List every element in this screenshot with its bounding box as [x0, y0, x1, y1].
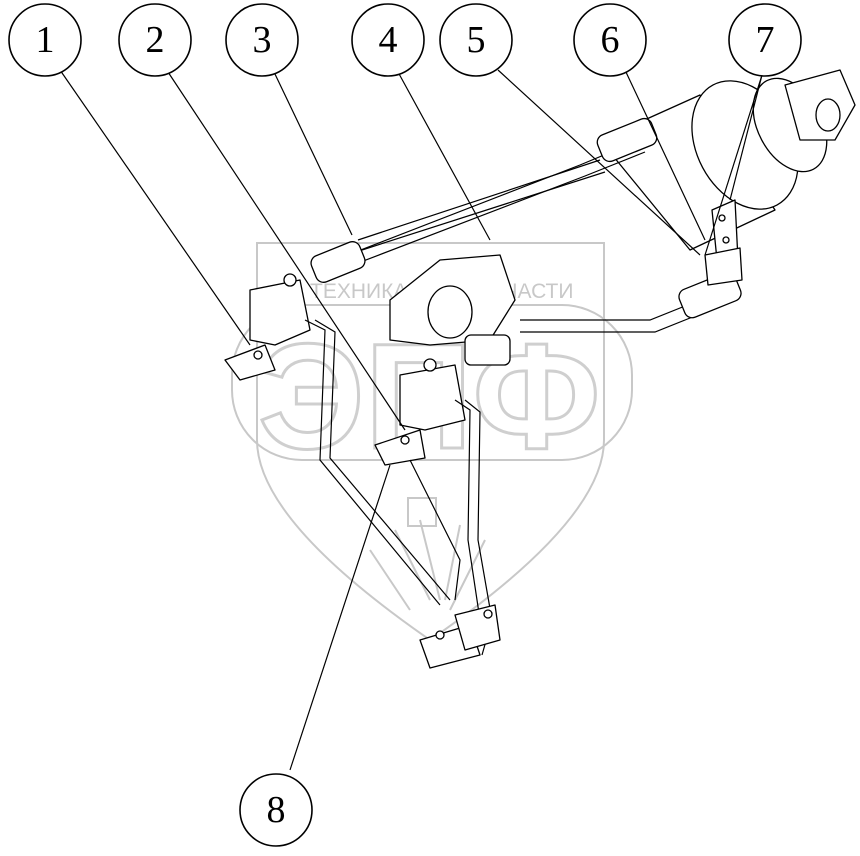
svg-text:5: 5: [467, 19, 486, 61]
watermark-top-left-text: ТЕХНИКА: [310, 280, 407, 303]
leader-8: [289, 464, 391, 771]
upper-pipes: [310, 117, 658, 283]
callout-2: 2: [118, 3, 192, 77]
left-clamp: [224, 344, 276, 381]
valve-port: [427, 285, 473, 339]
svg-text:7: 7: [756, 19, 775, 61]
lower-pipes: [304, 319, 493, 656]
cylinder-eye-hole: [815, 98, 841, 132]
right-bracket: [704, 199, 743, 286]
svg-text:2: 2: [146, 19, 165, 61]
pipe-sleeve-left: [310, 241, 366, 283]
middle-bracket-body: [399, 364, 466, 431]
middle-clamp: [374, 429, 426, 466]
leader-4: [397, 71, 491, 241]
callout-7: 7: [728, 3, 802, 77]
callout-6: 6: [573, 3, 647, 77]
leader-5: [497, 69, 701, 256]
callout-1: 1: [8, 3, 82, 77]
svg-text:8: 8: [267, 789, 286, 831]
svg-text:6: 6: [601, 19, 620, 61]
svg-text:4: 4: [379, 19, 398, 61]
leader-7a: [729, 74, 763, 201]
left-bracket: [224, 273, 311, 381]
wheat-icon: [369, 497, 486, 611]
valve-fitting: [464, 334, 511, 366]
leader-7b: [704, 74, 763, 256]
leader-3: [273, 71, 353, 236]
lower-right-pipe: [520, 271, 742, 333]
right-clamp: [704, 247, 743, 286]
leader-6: [624, 69, 706, 241]
svg-text:3: 3: [253, 19, 272, 61]
callout-3: 3: [225, 3, 299, 77]
bottom-block: [419, 604, 501, 669]
callouts: 1 2 3 4 5 6 7 8: [8, 3, 802, 847]
pipe-sleeve-upper: [596, 117, 658, 163]
center-valve: [389, 254, 516, 366]
callout-8: 8: [239, 773, 313, 847]
callout-5: 5: [439, 3, 513, 77]
callout-4: 4: [351, 3, 425, 77]
middle-bracket: [374, 358, 466, 466]
pipe-sleeve-right: [678, 271, 742, 319]
leader-lines: [59, 69, 763, 771]
svg-text:1: 1: [36, 19, 55, 61]
leader-1: [59, 69, 251, 346]
leader-2: [167, 71, 406, 431]
